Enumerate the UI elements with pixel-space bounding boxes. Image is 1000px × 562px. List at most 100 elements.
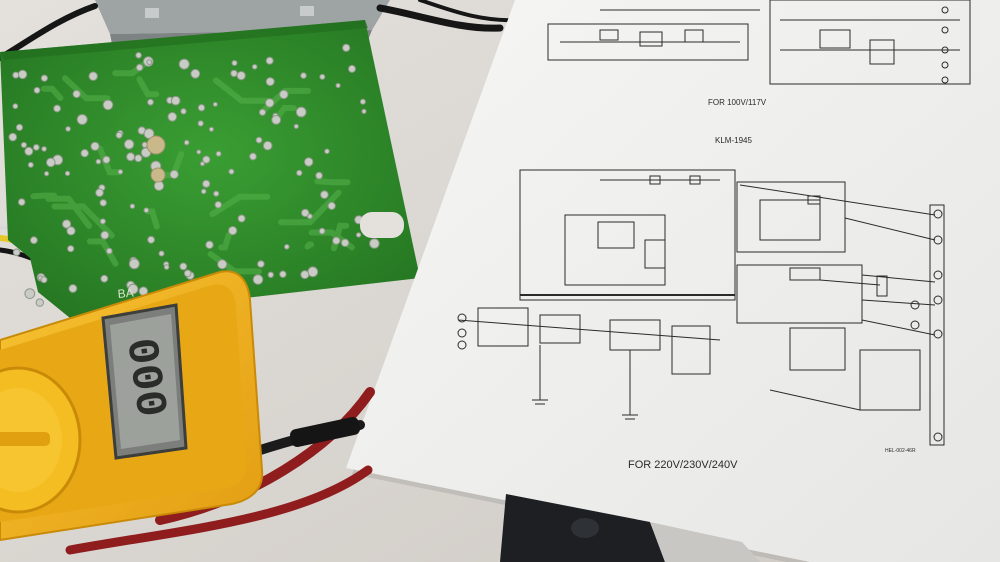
- solder-pad: [230, 69, 238, 78]
- solder-pad: [179, 262, 188, 271]
- solder-pad: [147, 98, 154, 106]
- solder-pad: [102, 155, 111, 164]
- solder-pad: [237, 214, 246, 223]
- solder-pad: [40, 74, 49, 82]
- solder-pad: [123, 139, 135, 150]
- multimeter: 000: [0, 270, 264, 542]
- solder-pad: [369, 238, 380, 249]
- copper-trace: [212, 77, 271, 104]
- copper-trace: [304, 241, 314, 250]
- copper-trace: [45, 195, 93, 229]
- solder-pad: [342, 43, 351, 52]
- solder-pad: [265, 56, 274, 65]
- solder-pad: [158, 250, 165, 257]
- solder-pad: [62, 219, 72, 229]
- copper-trace: [97, 145, 123, 176]
- solder-pad: [170, 95, 181, 106]
- solder-pad: [318, 227, 326, 235]
- solder-pad: [143, 128, 155, 140]
- solder-pad: [361, 108, 367, 115]
- copper-trace: [40, 85, 64, 101]
- solder-pad: [32, 144, 40, 151]
- solder-pad: [300, 270, 310, 280]
- solder-pad: [265, 77, 275, 87]
- solder-pad: [95, 188, 104, 197]
- solder-pad: [100, 274, 109, 283]
- solder-pad: [199, 161, 205, 167]
- solder-pad: [348, 64, 356, 73]
- solder-pad: [320, 190, 329, 199]
- schematic-paper: [346, 0, 1000, 562]
- copper-trace: [278, 189, 342, 226]
- solder-pad: [99, 199, 107, 207]
- solder-pad: [228, 168, 235, 175]
- solder-pad: [100, 230, 110, 240]
- solder-pad: [284, 244, 290, 250]
- solder-pad: [12, 248, 21, 257]
- solder-pad: [46, 157, 56, 168]
- copper-trace: [136, 76, 160, 98]
- solder-pad: [53, 104, 61, 113]
- solder-pad: [340, 238, 350, 248]
- solder-pad: [215, 150, 222, 157]
- solder-pad: [205, 240, 214, 250]
- solder-pad: [307, 266, 319, 278]
- solder-pad: [95, 158, 102, 165]
- solder-pad: [135, 52, 142, 59]
- solder-pad: [80, 149, 89, 158]
- solder-pad: [167, 112, 178, 122]
- solder-pad: [8, 132, 18, 142]
- solder-pad: [315, 171, 323, 180]
- solder-pad: [12, 103, 19, 110]
- solder-pad: [332, 236, 341, 245]
- solder-pad: [327, 201, 336, 210]
- rotary-dial: [0, 366, 82, 514]
- solder-pad: [180, 108, 187, 115]
- copper-trace: [218, 232, 232, 251]
- solder-pad: [231, 60, 238, 66]
- solder-pad: [196, 149, 202, 155]
- solder-pad: [115, 131, 123, 139]
- solder-pad: [35, 298, 44, 307]
- solder-pad: [147, 235, 156, 244]
- schematic-main-section: [457, 169, 945, 446]
- solder-pad: [102, 99, 114, 111]
- solder-pad: [134, 154, 143, 163]
- solder-pad: [128, 258, 140, 270]
- solder-pad: [249, 152, 257, 161]
- copper-trace: [112, 57, 153, 77]
- solder-pad: [279, 89, 289, 100]
- solder-pad: [17, 198, 26, 206]
- solder-pad: [72, 89, 81, 99]
- solder-pad: [228, 226, 238, 236]
- caption-220v-230v-240v: FOR 220V/230V/240V: [628, 459, 738, 471]
- solder-pad: [324, 148, 330, 155]
- solder-pad: [257, 260, 265, 268]
- solder-pad: [279, 270, 287, 278]
- solder-pad: [27, 161, 34, 168]
- solder-pad: [255, 136, 263, 144]
- schematic-drawing: [457, 0, 971, 446]
- copper-trace: [86, 238, 119, 267]
- solder-pad: [262, 140, 273, 151]
- black-device: [500, 494, 760, 562]
- multimeter-lcd: 000: [101, 303, 188, 460]
- solder-pad: [293, 123, 299, 130]
- copper-trace: [314, 178, 351, 186]
- solder-pad: [15, 123, 24, 132]
- solder-pad: [20, 141, 27, 149]
- solder-pad: [33, 86, 41, 94]
- solder-pad: [265, 98, 275, 108]
- solder-pad: [183, 269, 192, 278]
- copper-trace: [30, 192, 58, 200]
- model-number-label: KLM-1945: [715, 136, 752, 145]
- solder-pad: [24, 146, 34, 156]
- pcb-board: BA: [0, 20, 420, 318]
- solder-pad: [126, 152, 136, 162]
- solder-pad: [252, 274, 264, 285]
- solder-pad: [17, 69, 28, 80]
- board-reference-label: HEL-002-46R: [885, 448, 916, 454]
- copper-trace: [51, 203, 115, 239]
- solder-pad: [304, 157, 314, 167]
